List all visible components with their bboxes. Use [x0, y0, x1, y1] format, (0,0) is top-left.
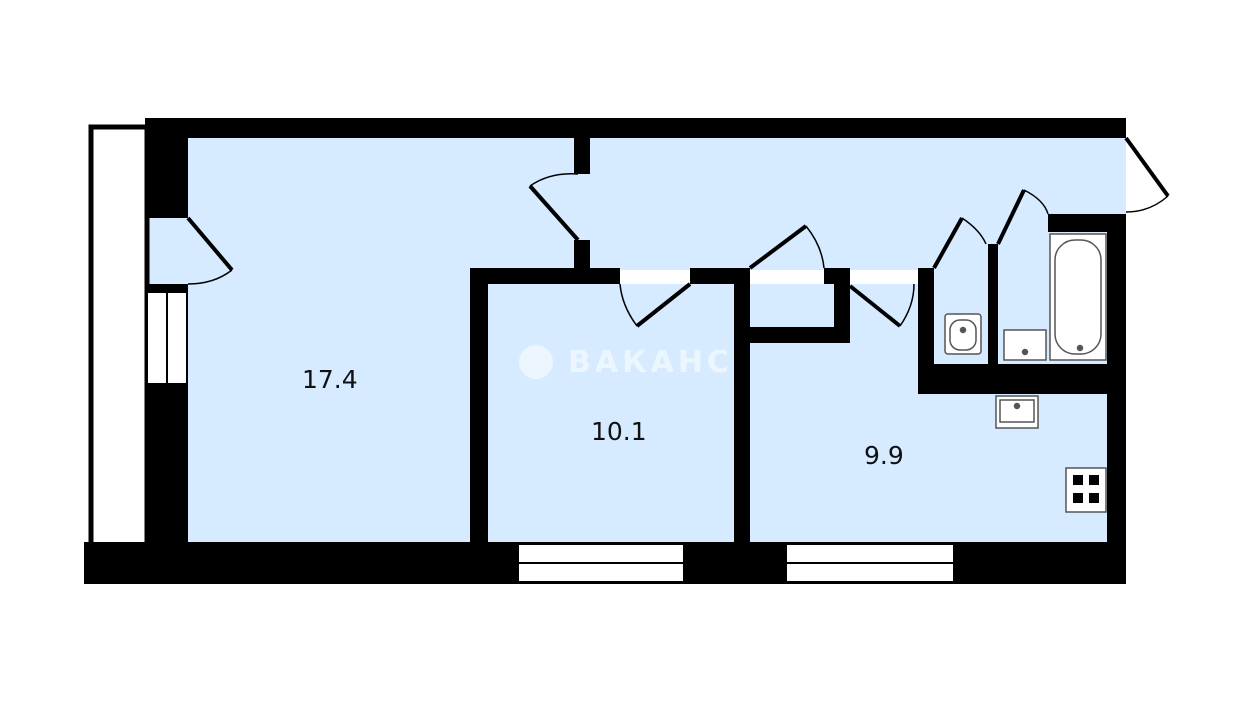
wall-left-upper	[145, 118, 188, 218]
bathtub-icon	[1049, 233, 1107, 361]
stove-icon	[1065, 467, 1107, 513]
balcony-frame	[88, 124, 150, 548]
wall-bedroom-right	[734, 268, 750, 544]
door-swing-icon	[996, 189, 1049, 245]
wall-toilet-left	[918, 268, 934, 394]
watermark-logo-icon	[519, 345, 553, 379]
wall-bath-top	[1048, 214, 1108, 232]
door-swing-icon	[528, 173, 580, 242]
windows	[146, 291, 955, 583]
door-swing-icon	[848, 283, 915, 328]
room-labels: 17.4 10.1 9.9	[302, 365, 904, 470]
kitchen-area-label: 9.9	[864, 441, 904, 470]
wall-wc-bottom	[918, 364, 1108, 394]
door-swing-icon	[1124, 136, 1170, 213]
wall-closet-bottom	[750, 327, 850, 343]
door-swing-icon	[748, 224, 825, 270]
wall-bedroom-top-left	[470, 268, 620, 284]
fixtures	[944, 233, 1107, 513]
bedroom-area	[488, 284, 735, 542]
balcony	[88, 124, 150, 548]
sink-icon	[1003, 329, 1047, 361]
watermark-text: ВАКАНС	[568, 345, 733, 380]
wall-closet-right	[834, 268, 850, 342]
watermark: ВАКАНС	[519, 345, 733, 380]
sink-icon	[995, 395, 1039, 429]
wall-corridor-stub-top	[574, 138, 590, 174]
bedroom-area-label: 10.1	[591, 417, 647, 446]
door-swing-icon	[186, 216, 234, 285]
wall-bedroom-left	[470, 268, 488, 544]
wall-toilet-bath-divider	[988, 244, 998, 364]
door-swing-icon	[619, 282, 692, 328]
wall-right-lower	[1107, 214, 1126, 584]
wall-right-upper	[1107, 118, 1126, 138]
wall-top	[145, 118, 1125, 138]
doors	[186, 136, 1170, 328]
toilet-icon	[944, 313, 982, 355]
door-swing-icon	[932, 217, 987, 269]
living-room-area-label: 17.4	[302, 365, 358, 394]
loggia-door-area	[146, 218, 188, 284]
